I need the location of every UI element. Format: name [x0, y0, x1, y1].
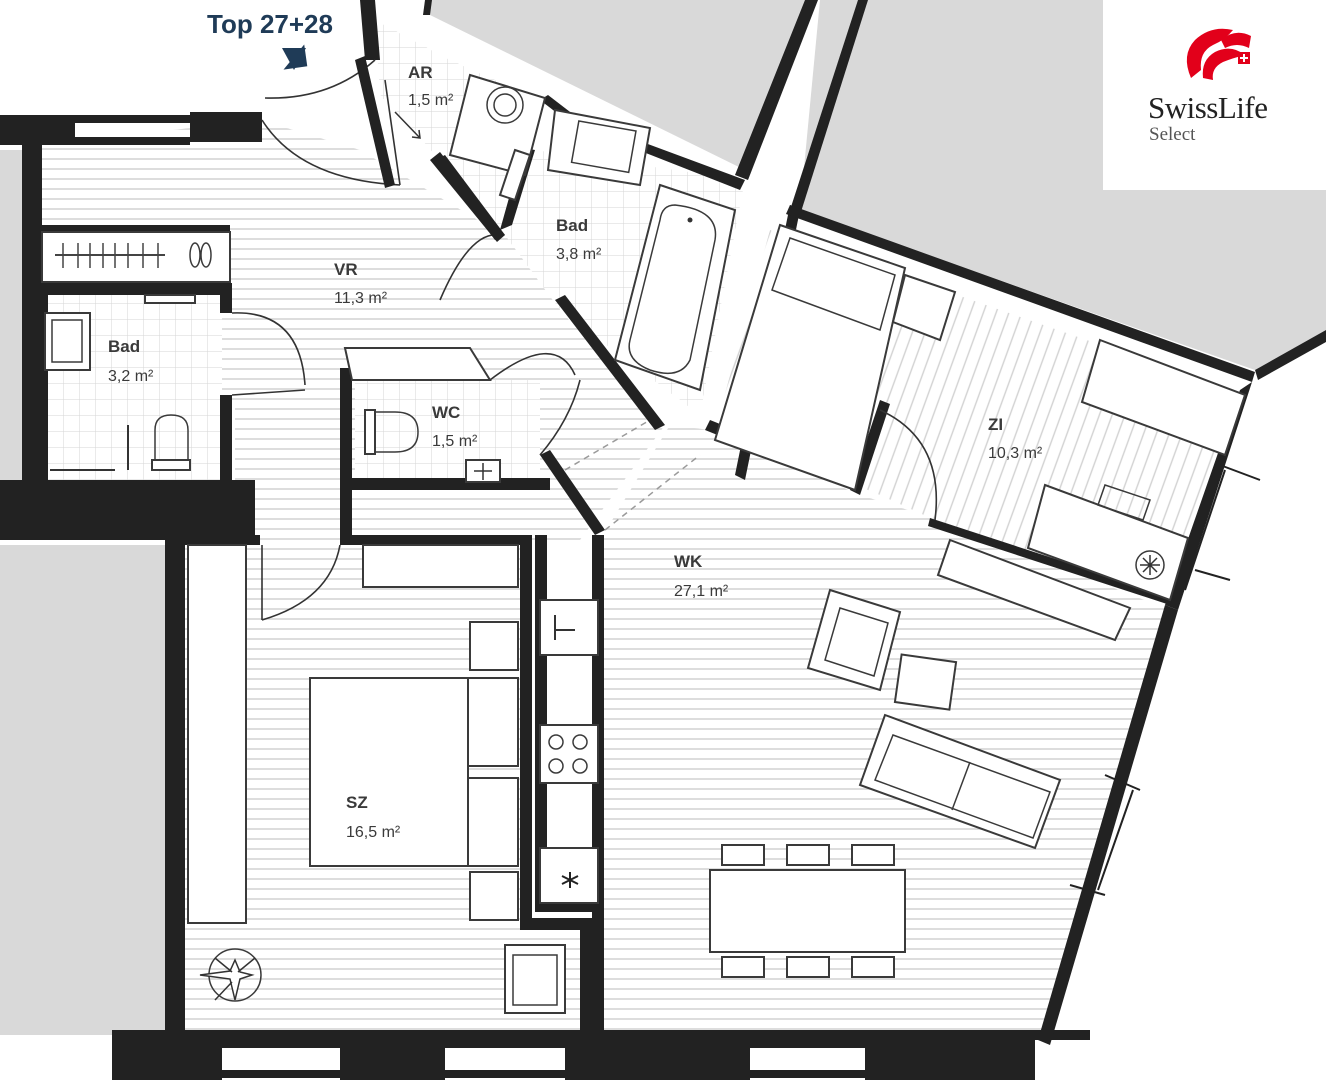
shower-left [50, 425, 129, 471]
room-area-bad-top: 3,8 m² [556, 246, 602, 263]
towel-rail-top [498, 148, 532, 202]
room-area-wc: 1,5 m² [432, 433, 478, 450]
swisslife-logo-icon [1186, 28, 1251, 80]
sofa-wk [858, 713, 1062, 850]
wardrobe-strip [41, 231, 231, 283]
wardrobe-sz-top [362, 544, 519, 588]
plant-icon [199, 948, 262, 1002]
snowflake-icon [561, 872, 579, 888]
room-name-ar: AR [408, 63, 433, 82]
room-area-zi: 10,3 m² [988, 445, 1043, 462]
bed-zi [713, 223, 907, 492]
entrance-triangle [282, 48, 306, 70]
nightstand-sz-bottom [469, 871, 519, 921]
swisslife-logo: SwissLife Select [1103, 0, 1326, 190]
logo-name: SwissLife [1148, 90, 1268, 125]
washbasin-top [546, 108, 652, 187]
desk-zi [1026, 483, 1190, 602]
armchair-wk [806, 588, 902, 692]
room-name-sz: SZ [346, 793, 368, 812]
toilet-left [151, 414, 191, 471]
washing-machine [448, 73, 547, 177]
door-leaves [355, 56, 505, 242]
kitchen-counter [539, 599, 599, 904]
room-area-wk: 27,1 m² [674, 583, 729, 600]
sideboard-wk [936, 538, 1132, 642]
doors [231, 59, 938, 621]
opening-dashed [564, 419, 701, 531]
room-area-sz: 16,5 m² [346, 824, 401, 841]
room-name-vr: VR [334, 260, 358, 279]
floor-wc [355, 380, 540, 480]
room-name-bad-left: Bad [108, 337, 140, 356]
room-area-ar: 1,5 m² [408, 92, 454, 109]
arrow-down-icon [394, 111, 421, 139]
wardrobe-sz-left [187, 544, 247, 924]
nightstand-zi [891, 273, 957, 342]
room-area-bad-left: 3,2 m² [108, 368, 154, 385]
windows-right [1069, 464, 1261, 896]
towel-rail-left [144, 294, 196, 304]
room-name-wk: WK [674, 552, 703, 571]
room-area-vr: 11,3 m² [334, 290, 388, 307]
room-name-zi: ZI [988, 415, 1003, 434]
washbasin-left [44, 312, 91, 371]
room-name-bad-top: Bad [556, 216, 588, 235]
unit-label: Top 27+28 [207, 9, 333, 39]
toilet-wc [364, 409, 419, 455]
plant-icon [1135, 550, 1165, 580]
nightstand-sz-top [469, 621, 519, 671]
neighbor-area [0, 545, 165, 1035]
armchair-sz [504, 944, 566, 1014]
logo-sub: Select [1149, 124, 1196, 145]
room-name-wc: WC [432, 403, 460, 422]
bed-sz [309, 677, 519, 867]
bathtub [613, 183, 737, 392]
neighbor-area [0, 150, 22, 480]
dining-table [709, 844, 906, 978]
wc-wall-niche [343, 347, 492, 381]
wardrobe-zi [1080, 338, 1247, 457]
coffee-table-wk [893, 653, 958, 711]
washbasin-wc [465, 459, 501, 483]
neighbor-area [430, 0, 810, 170]
